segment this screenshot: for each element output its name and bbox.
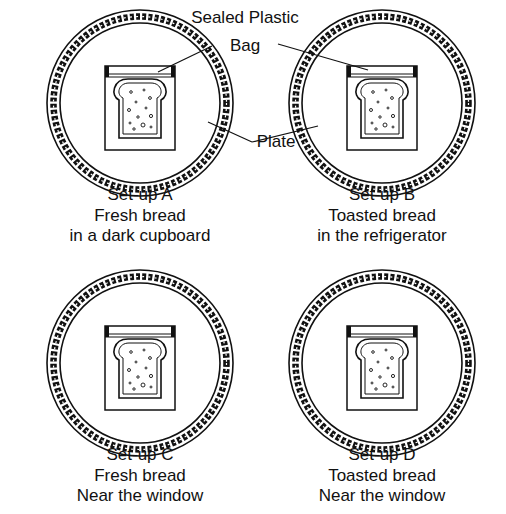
setup-description: Toasted bread	[311, 206, 453, 227]
setup-heading: Set-up C	[71, 445, 210, 466]
setup-heading: Set-up B	[311, 185, 453, 206]
setup-description: Fresh bread	[64, 206, 217, 227]
setup-description: Fresh bread	[71, 466, 210, 487]
bread-bag	[105, 66, 175, 150]
bread-bag	[347, 66, 417, 150]
bread-bag	[105, 326, 175, 410]
setup-description: Near the window	[313, 486, 452, 507]
bag-label: Sealed Plastic Bag	[179, 4, 311, 60]
bread-bag	[347, 326, 417, 410]
leader-line	[278, 44, 368, 70]
setup-description: Toasted bread	[313, 466, 452, 487]
setup-description: in a dark cupboard	[64, 226, 217, 247]
leader-line	[158, 46, 212, 72]
plate	[289, 270, 475, 456]
setup-description: in the refrigerator	[311, 226, 453, 247]
setup-description: Near the window	[71, 486, 210, 507]
setup-heading: Set-up D	[313, 445, 452, 466]
plate	[47, 10, 233, 196]
setup-caption: Set-up BToasted breadin the refrigerator	[311, 185, 453, 247]
setup-caption: Set-up CFresh breadNear the window	[71, 445, 210, 507]
plate	[47, 270, 233, 456]
setup-caption: Set-up DToasted breadNear the window	[313, 445, 452, 507]
leader-line	[208, 122, 252, 142]
plate-label: Plate	[251, 128, 301, 156]
plate	[289, 10, 475, 196]
setup-heading: Set-up A	[64, 185, 217, 206]
setup-caption: Set-up AFresh breadin a dark cupboard	[64, 185, 217, 247]
